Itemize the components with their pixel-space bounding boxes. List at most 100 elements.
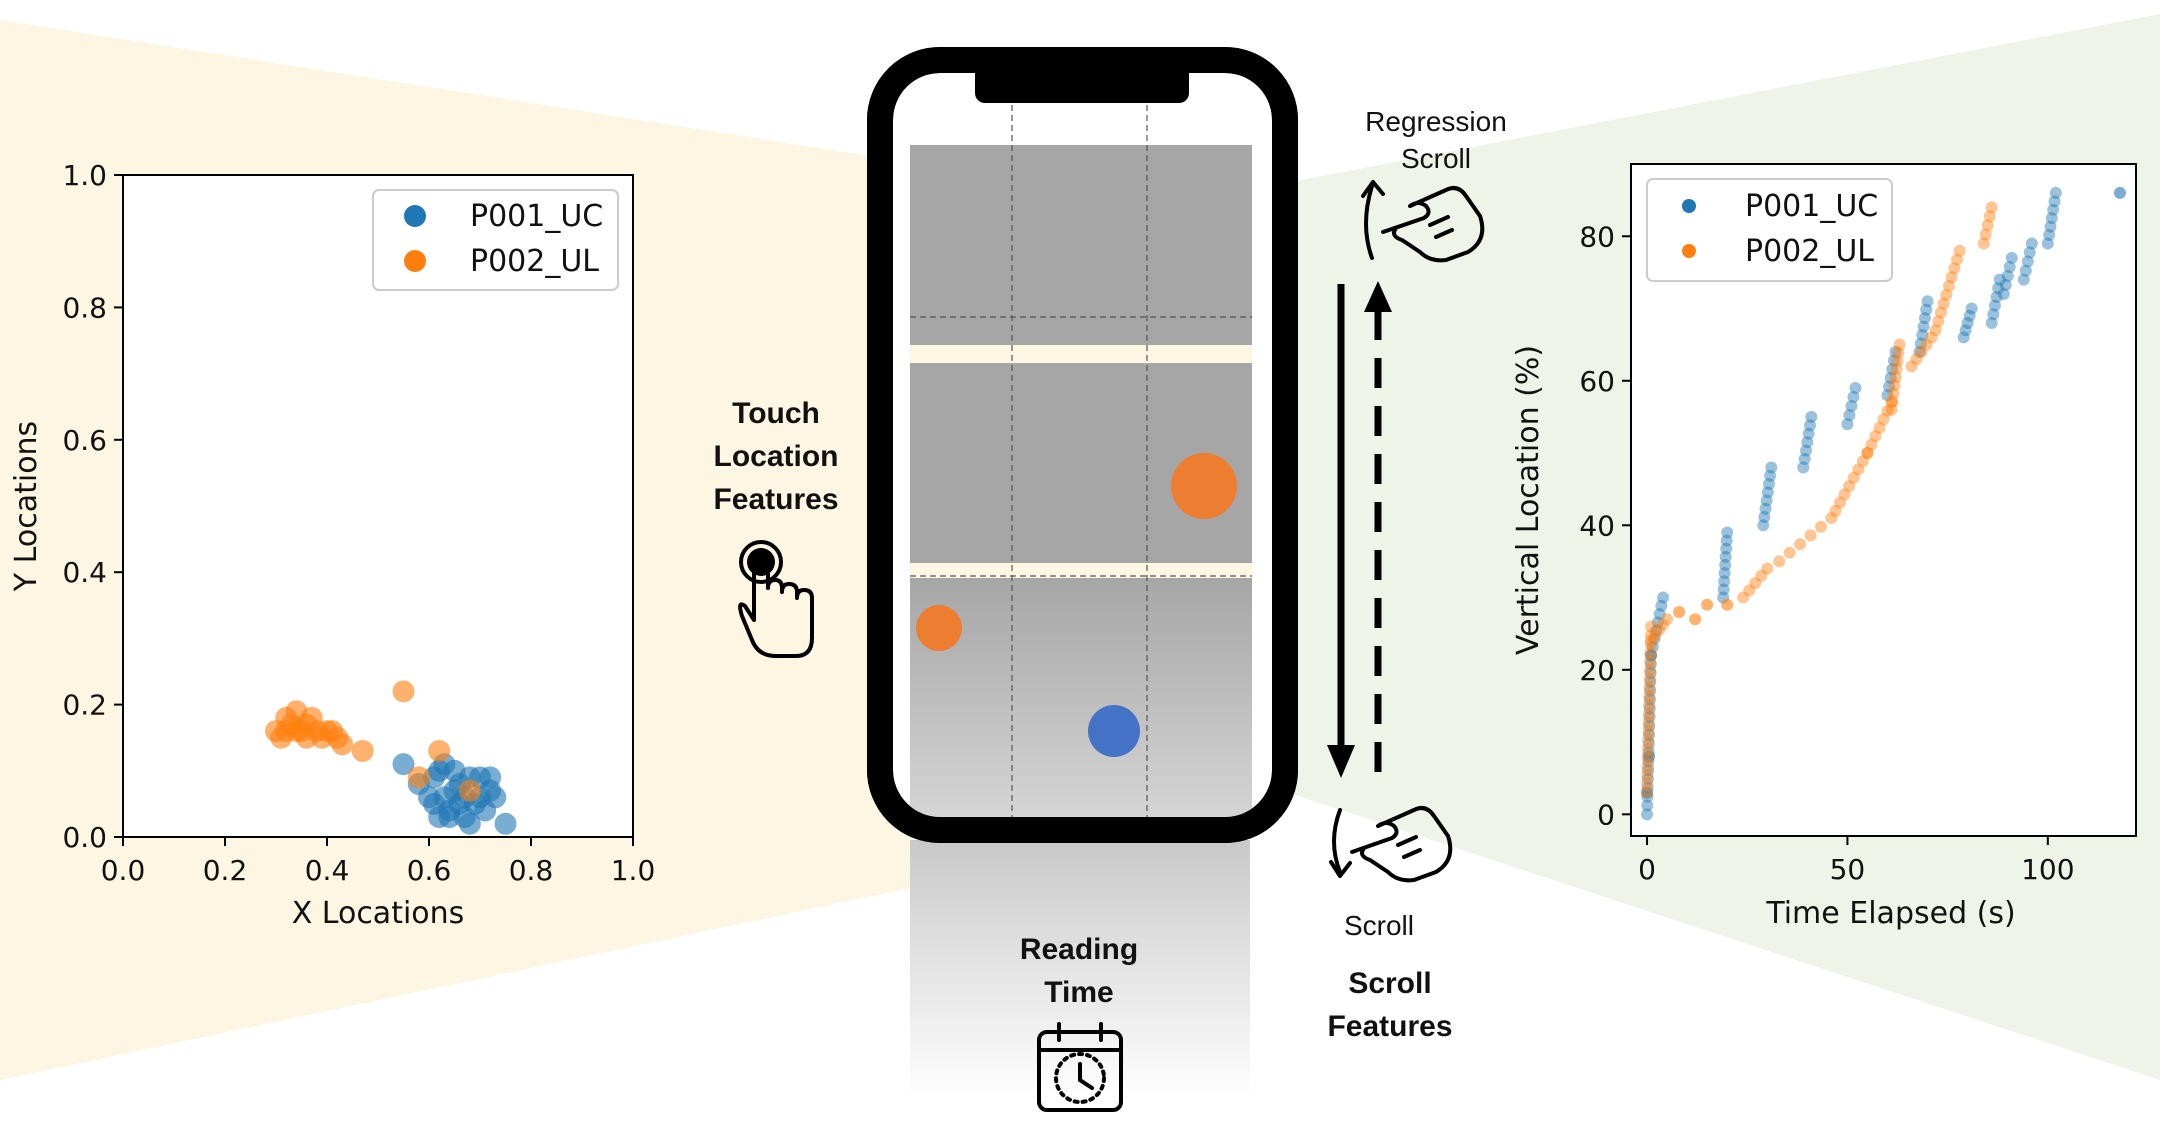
right-point-p002-ul (1940, 288, 1953, 301)
left-point-p002-ul (458, 779, 481, 802)
right-point-p002-ul (1645, 634, 1658, 647)
right-point-p001-uc (2049, 186, 2062, 199)
right-point-p002-ul (1673, 606, 1686, 618)
right-point-p001-uc (2001, 270, 2014, 282)
right-point-p001-uc (2019, 264, 2032, 277)
right-point-p001-uc (2113, 186, 2126, 199)
left-x-tick-label: 0.4 (305, 854, 350, 887)
right-point-p002-ul (1814, 520, 1827, 533)
right-point-p001-uc (1884, 371, 1897, 384)
right-point-p001-uc (1990, 290, 2003, 303)
right-point-p001-uc (1765, 461, 1778, 474)
right-point-p002-ul (1829, 504, 1842, 517)
right-point-p002-ul (1934, 306, 1947, 319)
swipe-up-hand-icon (1361, 180, 1485, 263)
right-point-p002-ul (1642, 734, 1655, 747)
right-point-p001-uc (1641, 799, 1654, 812)
touch-point-orange-small (916, 605, 962, 651)
right-point-p001-uc (1963, 309, 1976, 322)
right-point-p002-ul (1838, 488, 1851, 501)
reading-time-label: Reading Time (1020, 933, 1138, 1009)
right-point-p001-uc (2003, 260, 2016, 273)
right-point-p001-uc (1987, 308, 2000, 321)
right-point-p001-uc (2047, 203, 2060, 216)
right-point-p001-uc (1641, 808, 1654, 821)
right-point-p002-ul (1843, 480, 1856, 493)
right-point-p002-ul (1910, 353, 1923, 366)
left-point-p002-ul (407, 766, 430, 789)
left-point-p002-ul (331, 733, 354, 756)
right-point-p002-ul (1865, 438, 1878, 451)
right-point-p002-ul (1641, 769, 1654, 782)
scroll-features-label: Scroll Features (1327, 967, 1452, 1043)
right-point-p001-uc (1959, 324, 1972, 337)
right-point-p002-ul (1948, 262, 1961, 275)
svg-text:Location: Location (714, 440, 839, 473)
right-point-p001-uc (1644, 658, 1657, 671)
right-point-p002-ul (1641, 777, 1654, 790)
right-point-p002-ul (1893, 338, 1906, 351)
right-point-p001-uc (1645, 649, 1658, 662)
right-point-p002-ul (1653, 624, 1666, 637)
right-point-p002-ul (1887, 387, 1900, 400)
right-point-p002-ul (1847, 471, 1860, 484)
right-point-p001-uc (1642, 764, 1655, 777)
right-point-p001-uc (1644, 667, 1657, 680)
calendar-clock-icon (1037, 1022, 1123, 1112)
right-point-p002-ul (1886, 395, 1899, 408)
regression-scroll-label: Regression Scroll (1365, 106, 1507, 174)
right-point-p001-uc (1641, 772, 1654, 785)
right-point-p001-uc (1760, 494, 1773, 507)
right-y-tick-label: 40 (1579, 509, 1615, 542)
right-point-p001-uc (1762, 478, 1775, 490)
right-point-p001-uc (1651, 616, 1664, 629)
left-point-p002-ul (351, 739, 374, 762)
right-x-tick-label: 100 (2021, 853, 2074, 886)
right-point-p001-uc (1644, 675, 1657, 688)
right-point-p002-ul (1953, 244, 1966, 257)
right-point-p001-uc (1881, 389, 1894, 402)
right-point-p002-ul (1979, 228, 1992, 241)
right-point-p001-uc (2025, 237, 2038, 250)
right-point-p001-uc (1717, 583, 1730, 596)
right-point-p002-ul (1649, 629, 1662, 642)
left-point-p001-uc (474, 799, 497, 822)
right-point-p001-uc (1720, 542, 1733, 555)
left-point-p002-ul (392, 680, 415, 703)
right-point-p001-uc (2045, 212, 2058, 225)
right-point-p001-uc (1643, 693, 1656, 706)
right-point-p002-ul (1877, 413, 1890, 426)
right-point-p002-ul (1891, 354, 1904, 367)
right-point-p002-ul (1642, 716, 1655, 729)
phone-panel-gap (910, 345, 1252, 363)
left-legend-marker-p002 (404, 250, 426, 272)
right-point-p001-uc (1719, 559, 1732, 572)
right-point-p002-ul (1869, 430, 1882, 443)
right-point-p001-uc (1957, 331, 1970, 344)
left-legend-marker-p001 (404, 205, 426, 227)
left-y-tick-label: 0.6 (62, 424, 107, 457)
regression-scroll-dashed-arrow (1364, 281, 1392, 780)
left-legend-label-p001: P001_UC (470, 199, 603, 234)
right-point-p002-ul (1852, 463, 1865, 476)
right-point-p002-ul (1773, 555, 1786, 568)
right-y-tick-label: 80 (1579, 220, 1615, 253)
right-point-p001-uc (1653, 608, 1666, 621)
right-point-p001-uc (1643, 728, 1656, 741)
right-point-p001-uc (1847, 391, 1860, 404)
right-point-p001-uc (1643, 702, 1656, 715)
right-point-p002-ul (1825, 512, 1838, 525)
right-point-p001-uc (1718, 575, 1731, 588)
right-y-tick-label: 0 (1597, 798, 1615, 831)
right-point-p002-ul (1642, 742, 1655, 755)
right-point-p002-ul (1645, 620, 1658, 633)
right-point-p001-uc (1764, 469, 1777, 482)
right-point-p001-uc (1921, 295, 1934, 308)
right-point-p001-uc (1913, 345, 1926, 358)
right-point-p001-uc (1719, 550, 1732, 563)
touch-point-blue (1088, 705, 1140, 757)
left-y-tick-label: 0.8 (62, 291, 107, 324)
left-point-p001-uc (443, 779, 466, 802)
